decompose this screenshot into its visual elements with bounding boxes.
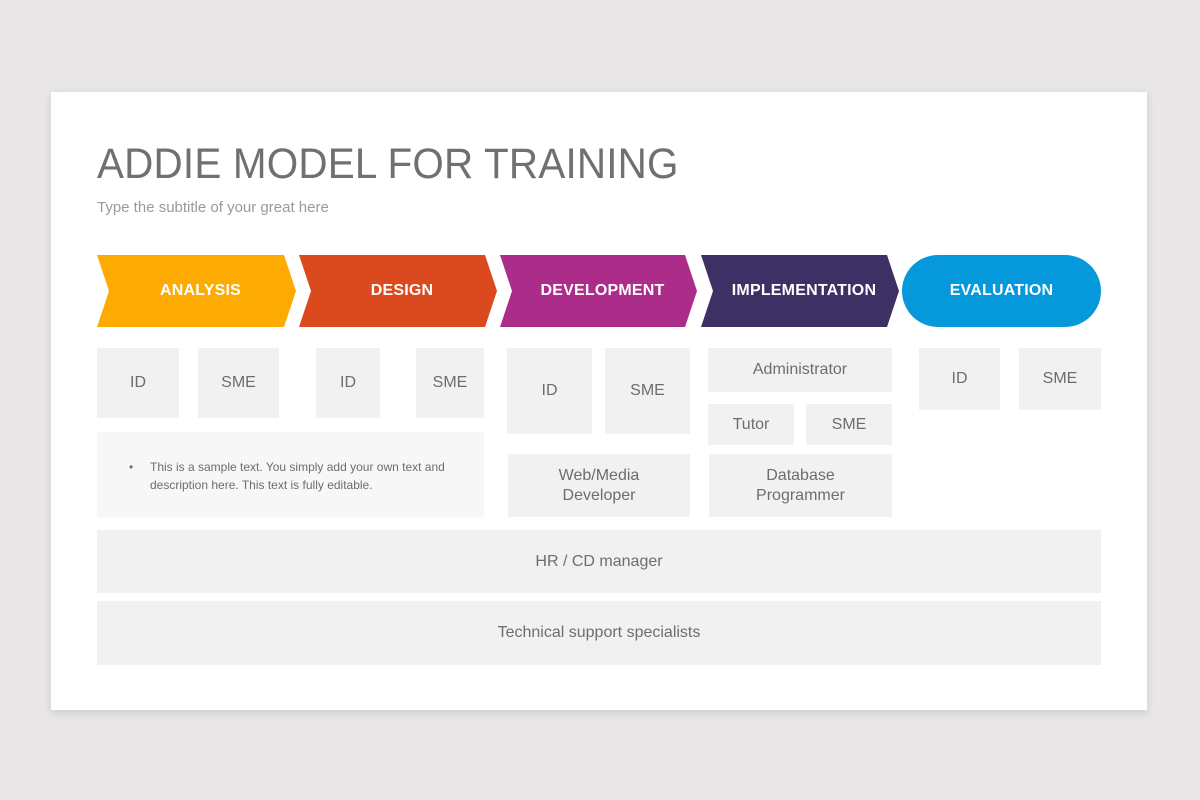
role-label: ID <box>541 382 558 399</box>
role-label: SME <box>1042 370 1078 387</box>
phase-evaluation-label: EVALUATION <box>949 282 1054 299</box>
evaluation-role-id: ID <box>919 348 1000 410</box>
analysis-role-id: ID <box>97 348 179 418</box>
phase-design-label: DESIGN <box>370 282 434 299</box>
role-label: SME <box>630 382 665 399</box>
phase-development-label: DEVELOPMENT <box>540 282 665 299</box>
implementation-role-tutor: Tutor <box>708 404 794 445</box>
development-role-id: ID <box>507 348 592 434</box>
phase-analysis-label: ANALYSIS <box>159 282 242 299</box>
implementation-role-administrator: Administrator <box>708 348 892 392</box>
slide-subtitle: Type the subtitle of your great here <box>97 199 329 216</box>
role-label: SME <box>221 374 256 391</box>
phase-design: DESIGN <box>299 255 497 327</box>
role-label: ID <box>951 370 968 387</box>
phase-analysis: ANALYSIS <box>97 255 296 327</box>
phase-implementation-label: IMPLEMENTATION <box>731 282 877 299</box>
role-label: Web/Media Developer <box>558 466 640 504</box>
role-label: HR / CD manager <box>535 552 663 570</box>
slide-title: ADDIE MODEL FOR TRAINING <box>97 140 679 188</box>
role-label: ID <box>340 374 356 391</box>
phase-implementation: IMPLEMENTATION <box>701 255 899 327</box>
evaluation-role-sme: SME <box>1019 348 1101 410</box>
design-role-id: ID <box>316 348 380 418</box>
role-label: Database Programmer <box>756 466 845 504</box>
role-label: Administrator <box>752 361 848 378</box>
analysis-role-sme: SME <box>198 348 279 418</box>
description-note: • This is a sample text. You simply add … <box>97 432 484 517</box>
note-text: This is a sample text. You simply add yo… <box>150 460 445 492</box>
implementation-role-database-programmer: Database Programmer <box>709 454 892 517</box>
development-role-web-media-developer: Web/Media Developer <box>508 454 690 517</box>
bullet-icon: • <box>129 460 134 474</box>
design-role-sme: SME <box>416 348 484 418</box>
role-label: SME <box>432 374 468 391</box>
role-label: SME <box>831 415 867 433</box>
implementation-role-sme: SME <box>806 404 892 445</box>
shared-role-technical-support: Technical support specialists <box>97 601 1101 665</box>
development-role-sme: SME <box>605 348 690 434</box>
phase-development: DEVELOPMENT <box>500 255 697 327</box>
role-label: ID <box>130 374 146 391</box>
role-label: Technical support specialists <box>497 624 701 641</box>
shared-role-hr-cd-manager: HR / CD manager <box>97 530 1101 593</box>
role-label: Tutor <box>732 415 770 433</box>
phase-evaluation: EVALUATION <box>902 255 1101 327</box>
